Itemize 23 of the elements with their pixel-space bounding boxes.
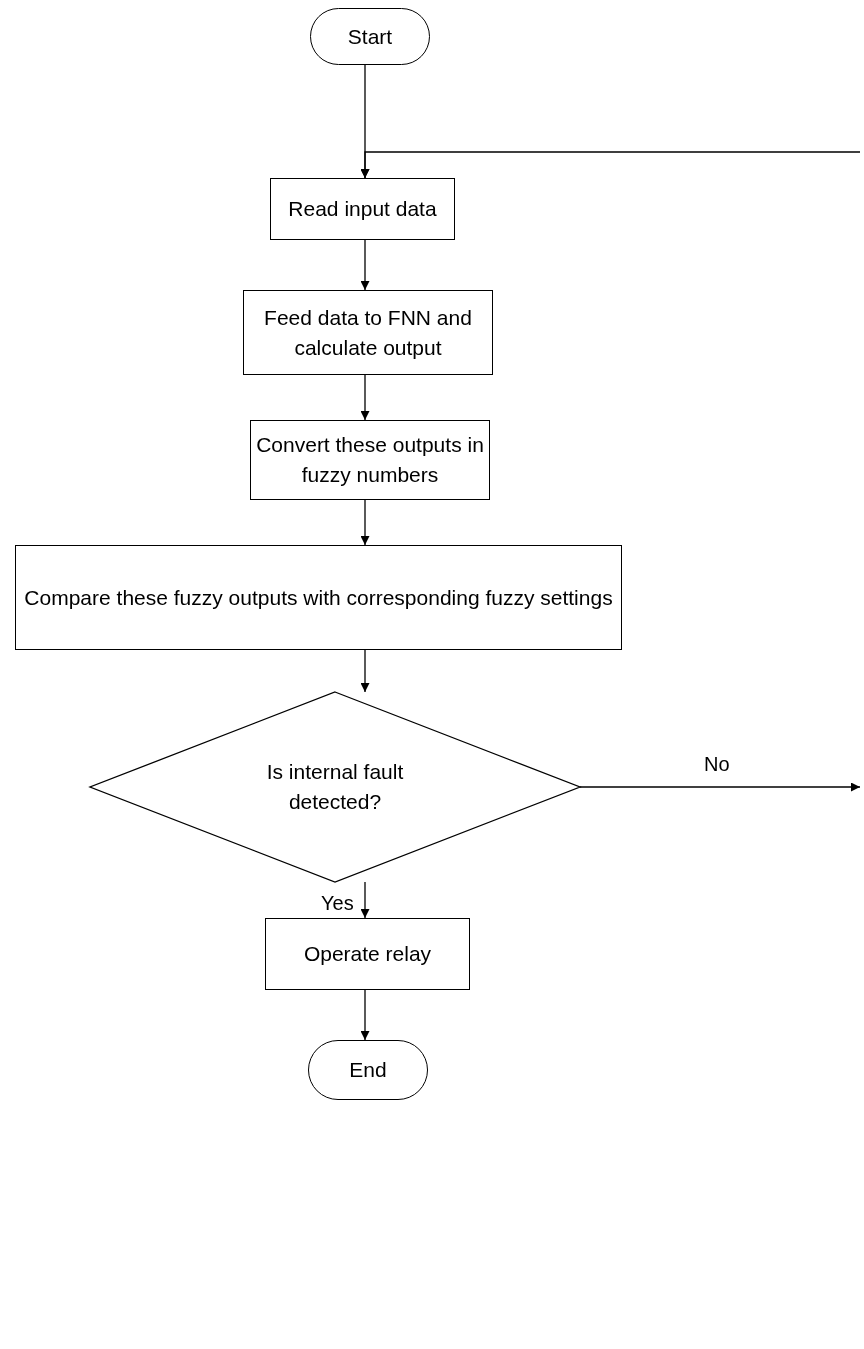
node-text: Compare these fuzzy outputs with corresponding fuzzy settings (24, 584, 613, 611)
process-box (270, 178, 455, 240)
arrow (360, 374, 370, 421)
arrow (579, 782, 861, 792)
arrow (360, 989, 370, 1041)
arrow (360, 649, 370, 693)
process-box (265, 918, 470, 990)
node-text: End (349, 1057, 387, 1083)
node-text: Read input data (288, 196, 437, 222)
arrow (360, 499, 370, 546)
terminal-pill (308, 1040, 428, 1100)
terminal-pill (310, 8, 430, 65)
process-box (250, 420, 490, 500)
arrow (360, 151, 861, 179)
node-text: Convert these outputs in fuzzy numbers (255, 432, 485, 488)
process-box (15, 545, 622, 650)
arrow (360, 239, 370, 291)
arrow (360, 881, 370, 919)
node-text: Operate relay (303, 941, 432, 967)
node-text: Is internal fault detected? (265, 759, 405, 815)
process-box (243, 290, 493, 375)
node-text: Start (347, 23, 393, 50)
node-text: Feed data to FNN and calculate output (263, 304, 473, 361)
